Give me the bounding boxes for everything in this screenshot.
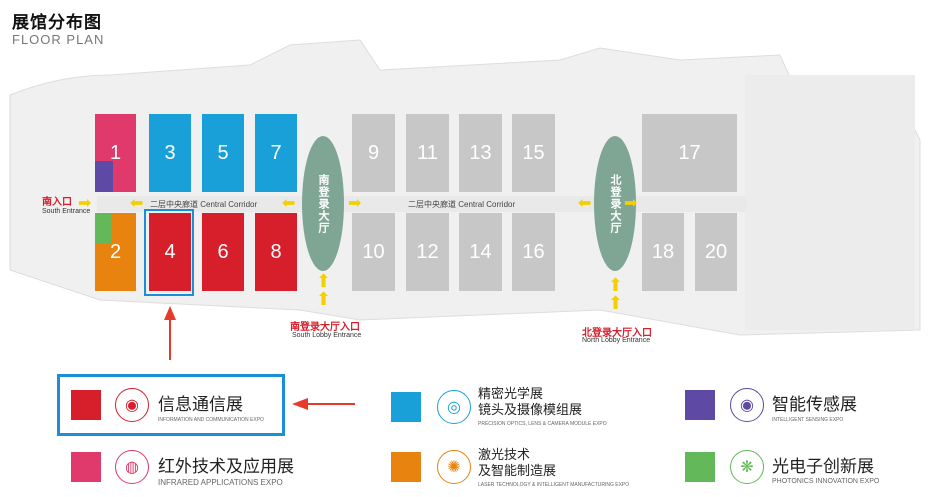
hall-4-label: 4 bbox=[164, 240, 176, 263]
hall-12[interactable]: 12 bbox=[406, 213, 449, 291]
hall-1-purple-section bbox=[95, 161, 113, 192]
legend-swatch-pink bbox=[71, 452, 101, 482]
hall-16-label: 16 bbox=[522, 240, 545, 263]
hall-20-label: 20 bbox=[704, 240, 728, 263]
corridor-label-left: 二层中央廊道 Central Corridor bbox=[150, 200, 258, 209]
legend-label-6: 光电子创新展 bbox=[772, 457, 874, 477]
hall-9-label: 9 bbox=[367, 141, 380, 164]
arrow-west-icon: ⬅ bbox=[578, 195, 592, 212]
hall-11[interactable]: 11 bbox=[406, 114, 449, 192]
hall-4-highlight bbox=[144, 209, 194, 296]
legend-sub-3: INTELLIGENT SENSING EXPO bbox=[772, 417, 844, 423]
legend-swatch-purple bbox=[685, 390, 715, 420]
south-entrance-label: 南入口 bbox=[42, 197, 72, 208]
page-title: 展馆分布图 bbox=[12, 13, 102, 33]
hall-17[interactable]: 17 bbox=[642, 114, 737, 192]
hall-8[interactable]: 8 bbox=[255, 213, 297, 291]
arrow-up-icon: ⬆ bbox=[316, 271, 332, 291]
legend-swatch-green bbox=[685, 452, 715, 482]
hall-4[interactable]: 4 bbox=[149, 213, 191, 291]
arrow-up-icon: ⬆ bbox=[608, 275, 624, 295]
hall-17-label: 17 bbox=[678, 141, 701, 164]
hall-8-label: 8 bbox=[270, 240, 282, 263]
hall-2-green-section bbox=[95, 213, 111, 243]
hall-20[interactable]: 20 bbox=[695, 213, 737, 291]
hall-14-label: 14 bbox=[469, 240, 492, 263]
north-lobby[interactable]: 北登录大厅 bbox=[594, 136, 636, 271]
hall-14[interactable]: 14 bbox=[459, 213, 502, 291]
hall-10[interactable]: 10 bbox=[352, 213, 395, 291]
legend-swatch-orange bbox=[391, 452, 421, 482]
arrow-left-red-icon bbox=[292, 398, 355, 410]
hall-7[interactable]: 7 bbox=[255, 114, 297, 192]
legend-sub-4: INFRARED APPLICATIONS EXPO bbox=[158, 478, 283, 487]
arrow-west-icon: ⬅ bbox=[282, 195, 296, 212]
network-icon: ❋ bbox=[730, 450, 764, 484]
hall-11-label: 11 bbox=[417, 141, 438, 164]
hall-2[interactable]: 2 bbox=[95, 213, 136, 291]
legend-swatch-red bbox=[71, 390, 101, 420]
central-corridor bbox=[97, 196, 747, 212]
arrow-up-icon: ⬆ bbox=[316, 289, 332, 309]
south-lobby[interactable]: 南登录大厅 bbox=[302, 136, 344, 271]
hall-10-label: 10 bbox=[362, 240, 385, 263]
south-lobby-label: 南登录大厅 bbox=[317, 173, 329, 234]
hall-5[interactable]: 5 bbox=[202, 114, 244, 192]
hall-6[interactable]: 6 bbox=[202, 213, 244, 291]
lens-icon: ◎ bbox=[437, 390, 471, 424]
eye-icon: ◉ bbox=[730, 388, 764, 422]
hall-1-label: 1 bbox=[109, 141, 122, 164]
legend-label-3: 智能传感展 bbox=[772, 395, 857, 415]
hall-15[interactable]: 15 bbox=[512, 114, 555, 192]
hall-18-label: 18 bbox=[651, 240, 675, 263]
hall-5-label: 5 bbox=[217, 141, 229, 164]
corridor-label-right: 二层中央廊道 Central Corridor bbox=[408, 200, 516, 209]
legend-sub-2: PRECISION OPTICS, LENS & CAMERA MODULE E… bbox=[478, 421, 607, 427]
signal-tower-icon: ◉ bbox=[115, 388, 149, 422]
north-lobby-entrance-label: 北登录大厅入口 bbox=[582, 328, 652, 339]
hall-15-label: 15 bbox=[522, 141, 545, 164]
hall-6-label: 6 bbox=[217, 240, 229, 263]
legend-label-4: 红外技术及应用展 bbox=[158, 457, 294, 477]
arrow-east-icon: ➡ bbox=[348, 195, 362, 212]
hall-13[interactable]: 13 bbox=[459, 114, 502, 192]
south-entrance-label-en: South Entrance bbox=[42, 208, 91, 215]
arrow-up-icon: ⬆ bbox=[608, 293, 624, 313]
arrow-east-icon: ➡ bbox=[78, 195, 92, 212]
hall-9[interactable]: 9 bbox=[352, 114, 395, 192]
legend-sub-6: PHOTONICS INNOVATION EXPO bbox=[772, 478, 880, 485]
infrared-icon: ◍ bbox=[115, 450, 149, 484]
south-lobby-entrance-label: 南登录大厅入口 bbox=[290, 322, 360, 333]
legend-label-2: 精密光学展 镜头及摄像模组展 bbox=[478, 387, 583, 418]
hall-18[interactable]: 18 bbox=[642, 213, 684, 291]
page-subtitle: FLOOR PLAN bbox=[12, 32, 105, 47]
arrow-up-red-icon bbox=[164, 306, 176, 360]
hall-16[interactable]: 16 bbox=[512, 213, 555, 291]
hall-7-label: 7 bbox=[270, 141, 282, 164]
hall-1[interactable]: 1 bbox=[95, 114, 136, 192]
hall-13-label: 13 bbox=[469, 141, 492, 164]
legend-highlight bbox=[57, 374, 285, 436]
north-lobby-label: 北登录大厅 bbox=[609, 173, 621, 234]
laser-icon: ✺ bbox=[437, 450, 471, 484]
hall-3[interactable]: 3 bbox=[149, 114, 191, 192]
arrow-east-icon: ➡ bbox=[624, 195, 638, 212]
hall-2-label: 2 bbox=[109, 240, 122, 263]
legend-label-5: 激光技术 及智能制造展 bbox=[478, 448, 557, 479]
south-lobby-entrance-label-en: South Lobby Entrance bbox=[292, 332, 362, 339]
legend-swatch-blue bbox=[391, 392, 421, 422]
north-lobby-entrance-label-en: North Lobby Entrance bbox=[582, 337, 651, 344]
hall-3-label: 3 bbox=[164, 141, 176, 164]
legend-sub-5: LASER TECHNOLOGY & INTELLIGENT MANUFACTU… bbox=[478, 482, 630, 488]
arrow-west-icon: ⬅ bbox=[130, 195, 144, 212]
hall-12-label: 12 bbox=[416, 240, 439, 263]
legend-sub-1: INFORMATION AND COMMUNICATION EXPO bbox=[158, 417, 264, 423]
legend-label-1: 信息通信展 bbox=[158, 395, 243, 415]
